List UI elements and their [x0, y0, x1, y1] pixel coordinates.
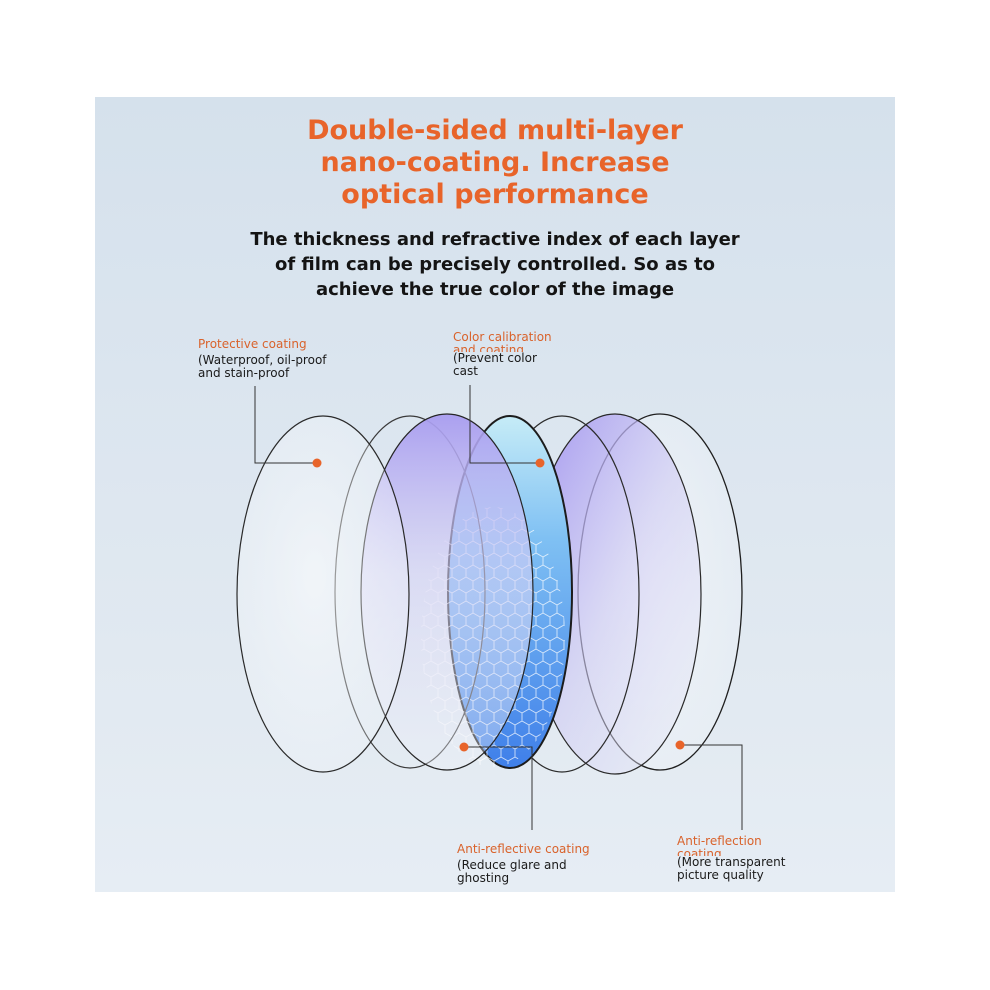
subheadline-line-1: The thickness and refractive index of ea…: [250, 229, 740, 250]
callout-title-2: coating: [677, 848, 722, 856]
marker-dot-protective: [312, 458, 322, 468]
subheadline-line-3: achieve the true color of the image: [315, 279, 675, 300]
leader-line-protective: [254, 386, 317, 464]
marker-dot-color-calibration: [535, 458, 545, 468]
subheadline: The thickness and refractive index of ea…: [95, 227, 895, 302]
callout-desc-1: (Waterproof, oil-proof: [198, 353, 327, 367]
callout-desc-1: (Prevent color: [453, 351, 537, 365]
callout-desc-1: (More transparent: [677, 855, 786, 869]
callout-title: Protective coating: [198, 337, 307, 351]
callout-desc-1: (Reduce glare and: [457, 858, 567, 872]
callout-desc-2: picture quality: [677, 868, 764, 882]
callout-anti-reflective-coating: Anti-reflective coating (Reduce glare an…: [457, 843, 590, 885]
callout-title-2: and coating: [453, 344, 524, 352]
callout-color-calibration: Color calibration and coating (Prevent c…: [453, 331, 552, 378]
marker-dot-anti-reflective: [459, 742, 469, 752]
callout-desc-2: cast: [453, 364, 478, 378]
lens-layer-1: [236, 415, 410, 773]
marker-dot-anti-reflection: [675, 740, 685, 750]
headline-line-2: nano-coating. Increase: [320, 147, 670, 178]
leader-line-color-calibration: [469, 385, 540, 464]
lens-layers-illustration: [236, 385, 743, 830]
callout-desc-2: ghosting: [457, 871, 510, 885]
headline-line-1: Double-sided multi-layer: [307, 115, 683, 146]
headline-line-3: optical performance: [341, 179, 649, 210]
callout-title: Anti-reflective coating: [457, 842, 590, 856]
callout-protective-coating: Protective coating (Waterproof, oil-proo…: [198, 338, 327, 380]
headline: Double-sided multi-layer nano-coating. I…: [95, 115, 895, 211]
leader-line-anti-reflective: [464, 746, 533, 830]
leader-line-anti-reflection: [680, 744, 743, 830]
subheadline-line-2: of film can be precisely controlled. So …: [274, 254, 716, 275]
callout-desc-2: and stain-proof: [198, 366, 290, 380]
callout-title-1: Anti-reflection: [677, 834, 762, 848]
product-panel: Double-sided multi-layer nano-coating. I…: [95, 97, 895, 892]
callout-title-1: Color calibration: [453, 330, 552, 344]
callout-anti-reflection-coating: Anti-reflection coating (More transparen…: [677, 835, 785, 882]
